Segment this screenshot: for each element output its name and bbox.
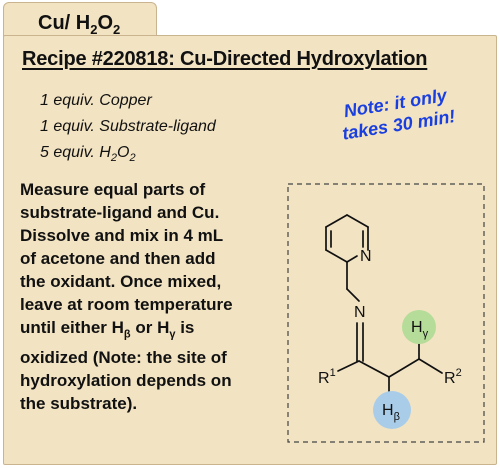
r1-label: R1 <box>318 367 336 387</box>
instruction-line: hydroxylation depends on <box>20 371 232 391</box>
r2-bond <box>418 358 443 374</box>
h-beta-highlight <box>373 391 411 429</box>
beta-bond <box>358 360 390 378</box>
ring-bond <box>346 255 358 263</box>
recipe-title: Recipe #220818: Cu-Directed Hydroxylatio… <box>22 48 428 70</box>
r1-bond <box>337 360 360 372</box>
instruction-line: leave at room temperature <box>20 295 233 314</box>
instruction-line: of acetone and then add <box>20 249 216 268</box>
ingredient-copper: 1 equiv. Copper <box>40 92 152 109</box>
instruction-line: Measure equal parts of <box>20 180 206 199</box>
imine-n-label: N <box>354 304 366 321</box>
methylene-bond <box>346 288 360 302</box>
pyridine-n-label: N <box>360 248 372 265</box>
substrate-ligand-structure: N N R1 R2 Hγ Hβ <box>287 183 485 443</box>
gamma-bond <box>388 358 420 378</box>
instruction-line: oxidized (Note: the site of <box>20 348 227 368</box>
recipe-card <box>3 35 497 465</box>
h-gamma-label: Hγ <box>411 319 429 340</box>
ingredient-ligand: 1 equiv. Substrate-ligand <box>40 118 216 135</box>
instruction-line: Dissolve and mix in 4 mL <box>20 226 224 245</box>
ring-bond <box>325 214 348 228</box>
instruction-line: the substrate). <box>20 394 138 414</box>
dashed-frame <box>287 183 485 443</box>
r2-label: R2 <box>444 367 462 387</box>
h-gamma-highlight <box>402 310 436 344</box>
ring-bond <box>325 249 348 263</box>
h-beta-label: Hβ <box>382 402 400 423</box>
instruction-line: substrate-ligand and Cu. <box>20 203 220 222</box>
ring-bond <box>346 214 369 228</box>
ingredient-oxidant: 5 equiv. H2O2 <box>40 144 136 165</box>
instruction-line: the oxidant. Once mixed, <box>20 272 222 291</box>
instructions-text: Measure equal parts of substrate-ligand … <box>20 178 288 415</box>
tab-title: Cu/ H2O2 <box>38 12 121 37</box>
instruction-line: until either Hβ or Hγ is <box>20 318 195 341</box>
